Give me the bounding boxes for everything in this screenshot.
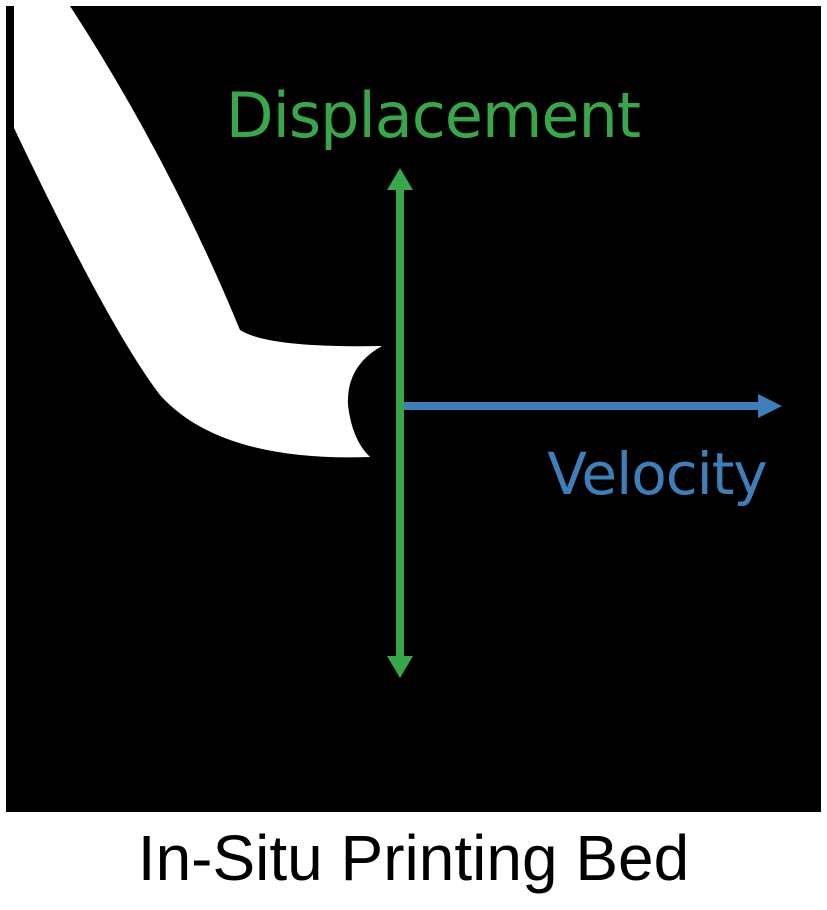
velocity-arrow xyxy=(404,394,782,418)
figure-caption: In-Situ Printing Bed xyxy=(137,822,690,894)
displacement-arrow xyxy=(387,168,413,678)
displacement-arrowhead-top xyxy=(387,168,413,190)
velocity-arrowhead xyxy=(758,394,782,418)
velocity-label: Velocity xyxy=(547,440,767,508)
displacement-label: Displacement xyxy=(226,79,640,152)
printing-nozzle xyxy=(14,6,382,458)
displacement-arrowhead-bottom xyxy=(387,656,413,678)
